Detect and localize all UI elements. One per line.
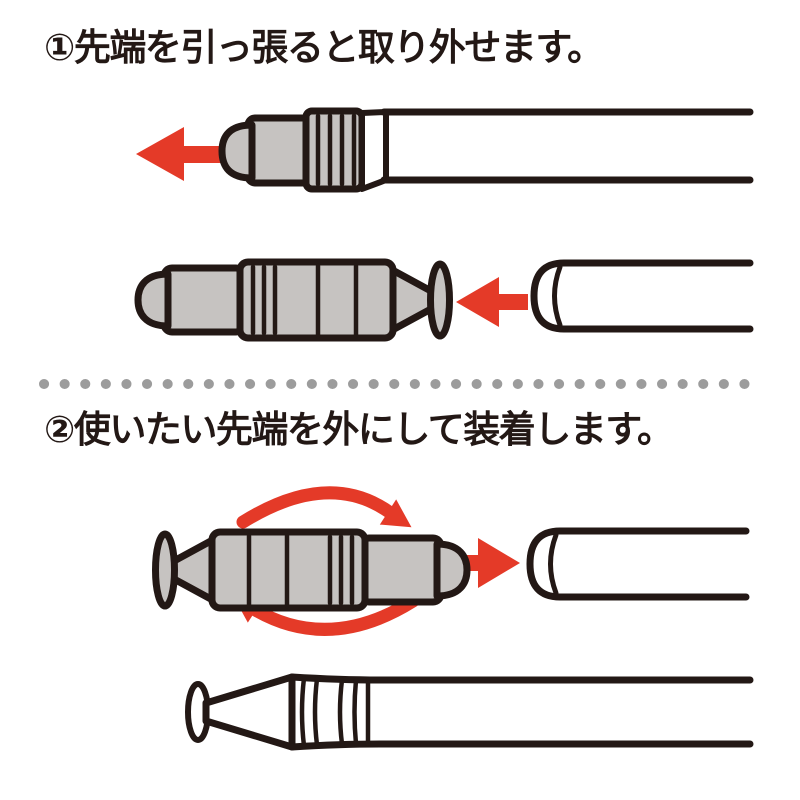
disc-tip-flange <box>427 260 453 340</box>
rubber-tip <box>218 121 256 182</box>
pen-with-tip-attached <box>218 107 754 193</box>
replacement-tip-piece-reversed <box>156 532 468 608</box>
step1-remove-figure <box>136 107 754 193</box>
insert-left-arrow-icon <box>456 277 528 327</box>
rubber-tip <box>134 270 172 330</box>
pen-body <box>288 673 754 751</box>
rotate-ccw-arc-icon <box>245 594 420 636</box>
pull-left-arrow-icon <box>136 127 237 181</box>
attach-right-arrow-icon <box>458 538 520 588</box>
pen-body <box>380 108 754 184</box>
step1-caption: ①先端を引っ張ると取り外せます。 <box>44 27 604 68</box>
step1-separated-figure <box>134 258 754 342</box>
replacement-tip-piece <box>134 258 453 342</box>
step2-attach-figure <box>156 486 747 636</box>
barrel-rim-line <box>552 264 563 328</box>
tip-cylinder <box>160 264 248 336</box>
rotate-cw-arc-icon <box>236 486 399 529</box>
step2-assembled-figure <box>185 673 754 751</box>
barrel-ridges <box>250 263 359 339</box>
tip-cylinder <box>244 114 314 187</box>
grip-ridges <box>315 113 357 187</box>
step2-caption: ②使いたい先端を外にして装着します。 <box>44 409 674 450</box>
barrel-ridges <box>299 675 371 749</box>
tip-cone <box>202 673 296 751</box>
rotate-cw-arrowhead-icon <box>379 499 412 528</box>
pen-barrel <box>530 259 754 333</box>
pen-barrel-2 <box>530 531 746 597</box>
barrel-outline <box>530 259 754 333</box>
